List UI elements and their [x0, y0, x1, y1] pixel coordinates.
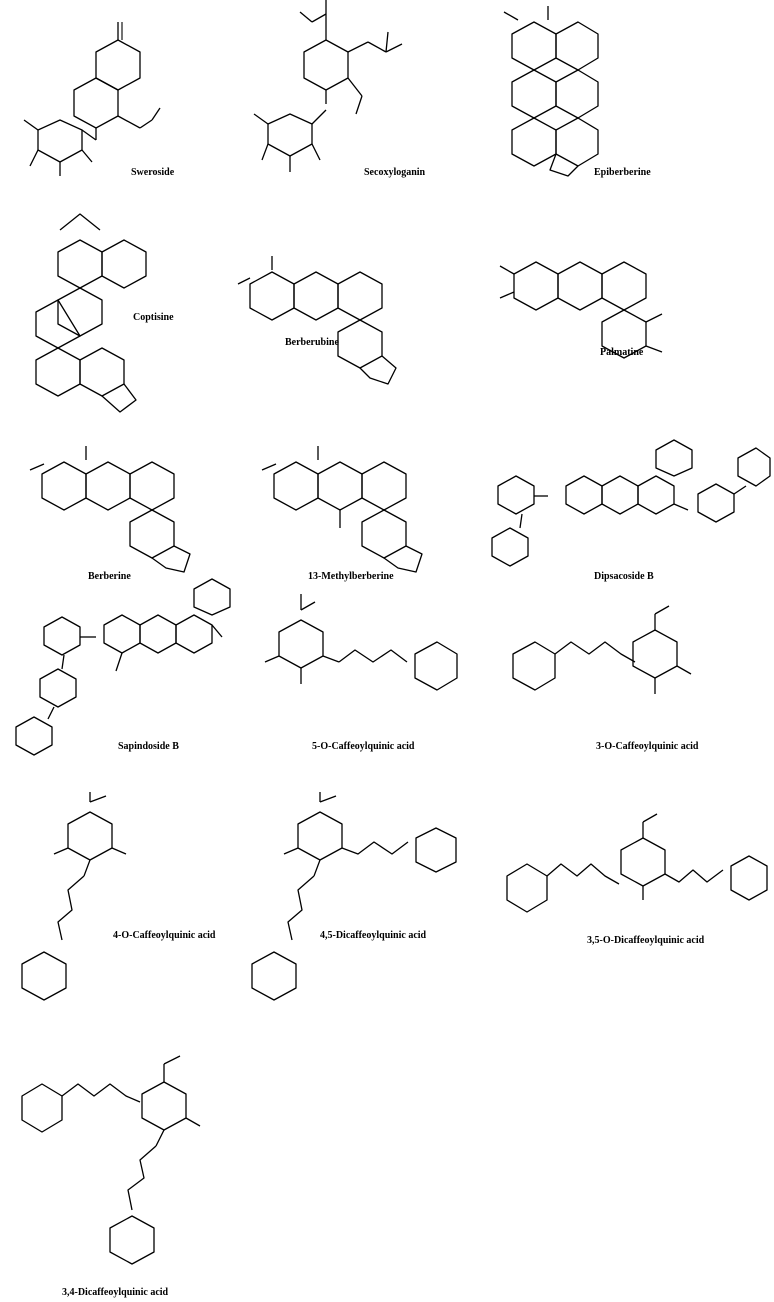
- compound-3-5-o-dicaffeoylquinic-acid: 3,5-O-Dicaffeoylquinic acid: [485, 790, 774, 970]
- compound-name: 5-O-Caffeoylquinic acid: [312, 741, 415, 752]
- compound-name: Sweroside: [131, 167, 175, 178]
- palmatine-structure: [499, 261, 663, 359]
- compound-dipsacoside-b: Dipsacoside B: [462, 439, 774, 590]
- compound-palmatine: Palmatine: [490, 240, 774, 430]
- compound-name: 4-O-Caffeoylquinic acid: [113, 930, 216, 941]
- compound-name: 4,5-Dicaffeoylquinic acid: [320, 930, 427, 941]
- 13-methylberberine-structure: [261, 446, 423, 573]
- compound-3-o-caffeoylquinic-acid: 3-O-Caffeoylquinic acid: [485, 590, 774, 780]
- secoxyloganin-structure: [253, 0, 403, 172]
- compound-5-o-caffeoylquinic-acid: 5-O-Caffeoylquinic acid: [235, 590, 485, 780]
- compound-name: Sapindoside B: [118, 741, 179, 752]
- 3-4-dicaffeoylquinic-acid-structure: [21, 1055, 201, 1265]
- compound-name: Dipsacoside B: [594, 571, 654, 582]
- compound-name: 3,4-Dicaffeoylquinic acid: [62, 1287, 169, 1298]
- compound-berberubine: Berberubine: [230, 250, 480, 430]
- compound-berberine: Berberine: [0, 440, 260, 590]
- compound-name: 13-Methylberberine: [308, 571, 394, 582]
- sweroside-structure: [23, 22, 161, 176]
- compound-4-5-dicaffeoylquinic-acid: 4,5-Dicaffeoylquinic acid: [230, 790, 480, 1040]
- compound-name: Secoxyloganin: [364, 167, 426, 178]
- 5-o-caffeoylquinic-acid-structure: [264, 594, 458, 691]
- compound-name: 3-O-Caffeoylquinic acid: [596, 741, 699, 752]
- compound-13-methylberberine: 13-Methylberberine: [230, 440, 480, 590]
- 3-o-caffeoylquinic-acid-structure: [512, 605, 692, 694]
- compound-secoxyloganin: Secoxyloganin: [230, 0, 480, 190]
- coptisine-structure: [35, 213, 147, 413]
- compound-4-o-caffeoylquinic-acid: 4-O-Caffeoylquinic acid: [0, 790, 260, 1040]
- compound-name: Coptisine: [133, 312, 174, 323]
- compound-name: Berberubine: [285, 337, 339, 348]
- compound-sweroside: Sweroside: [0, 0, 260, 190]
- compound-name: Epiberberine: [594, 167, 651, 178]
- 4-5-dicaffeoylquinic-acid-structure: [251, 792, 457, 1001]
- dipsacoside-b-structure: [491, 439, 771, 567]
- compound-epiberberine: Epiberberine: [490, 0, 774, 190]
- compound-name: Berberine: [88, 571, 131, 582]
- 3-5-o-dicaffeoylquinic-acid-structure: [506, 813, 768, 913]
- berberubine-structure: [237, 256, 397, 385]
- berberine-structure: [29, 446, 191, 573]
- 4-o-caffeoylquinic-acid-structure: [21, 792, 127, 1001]
- compound-name: Palmatine: [600, 347, 644, 358]
- compound-coptisine: Coptisine: [0, 200, 260, 430]
- compound-sapindoside-b: Sapindoside B: [0, 578, 260, 780]
- sapindoside-b-structure: [15, 578, 231, 756]
- epiberberine-structure: [503, 6, 599, 177]
- compound-name: 3,5-O-Dicaffeoylquinic acid: [587, 935, 705, 946]
- compound-3-4-dicaffeoylquinic-acid: 3,4-Dicaffeoylquinic acid: [0, 1050, 260, 1302]
